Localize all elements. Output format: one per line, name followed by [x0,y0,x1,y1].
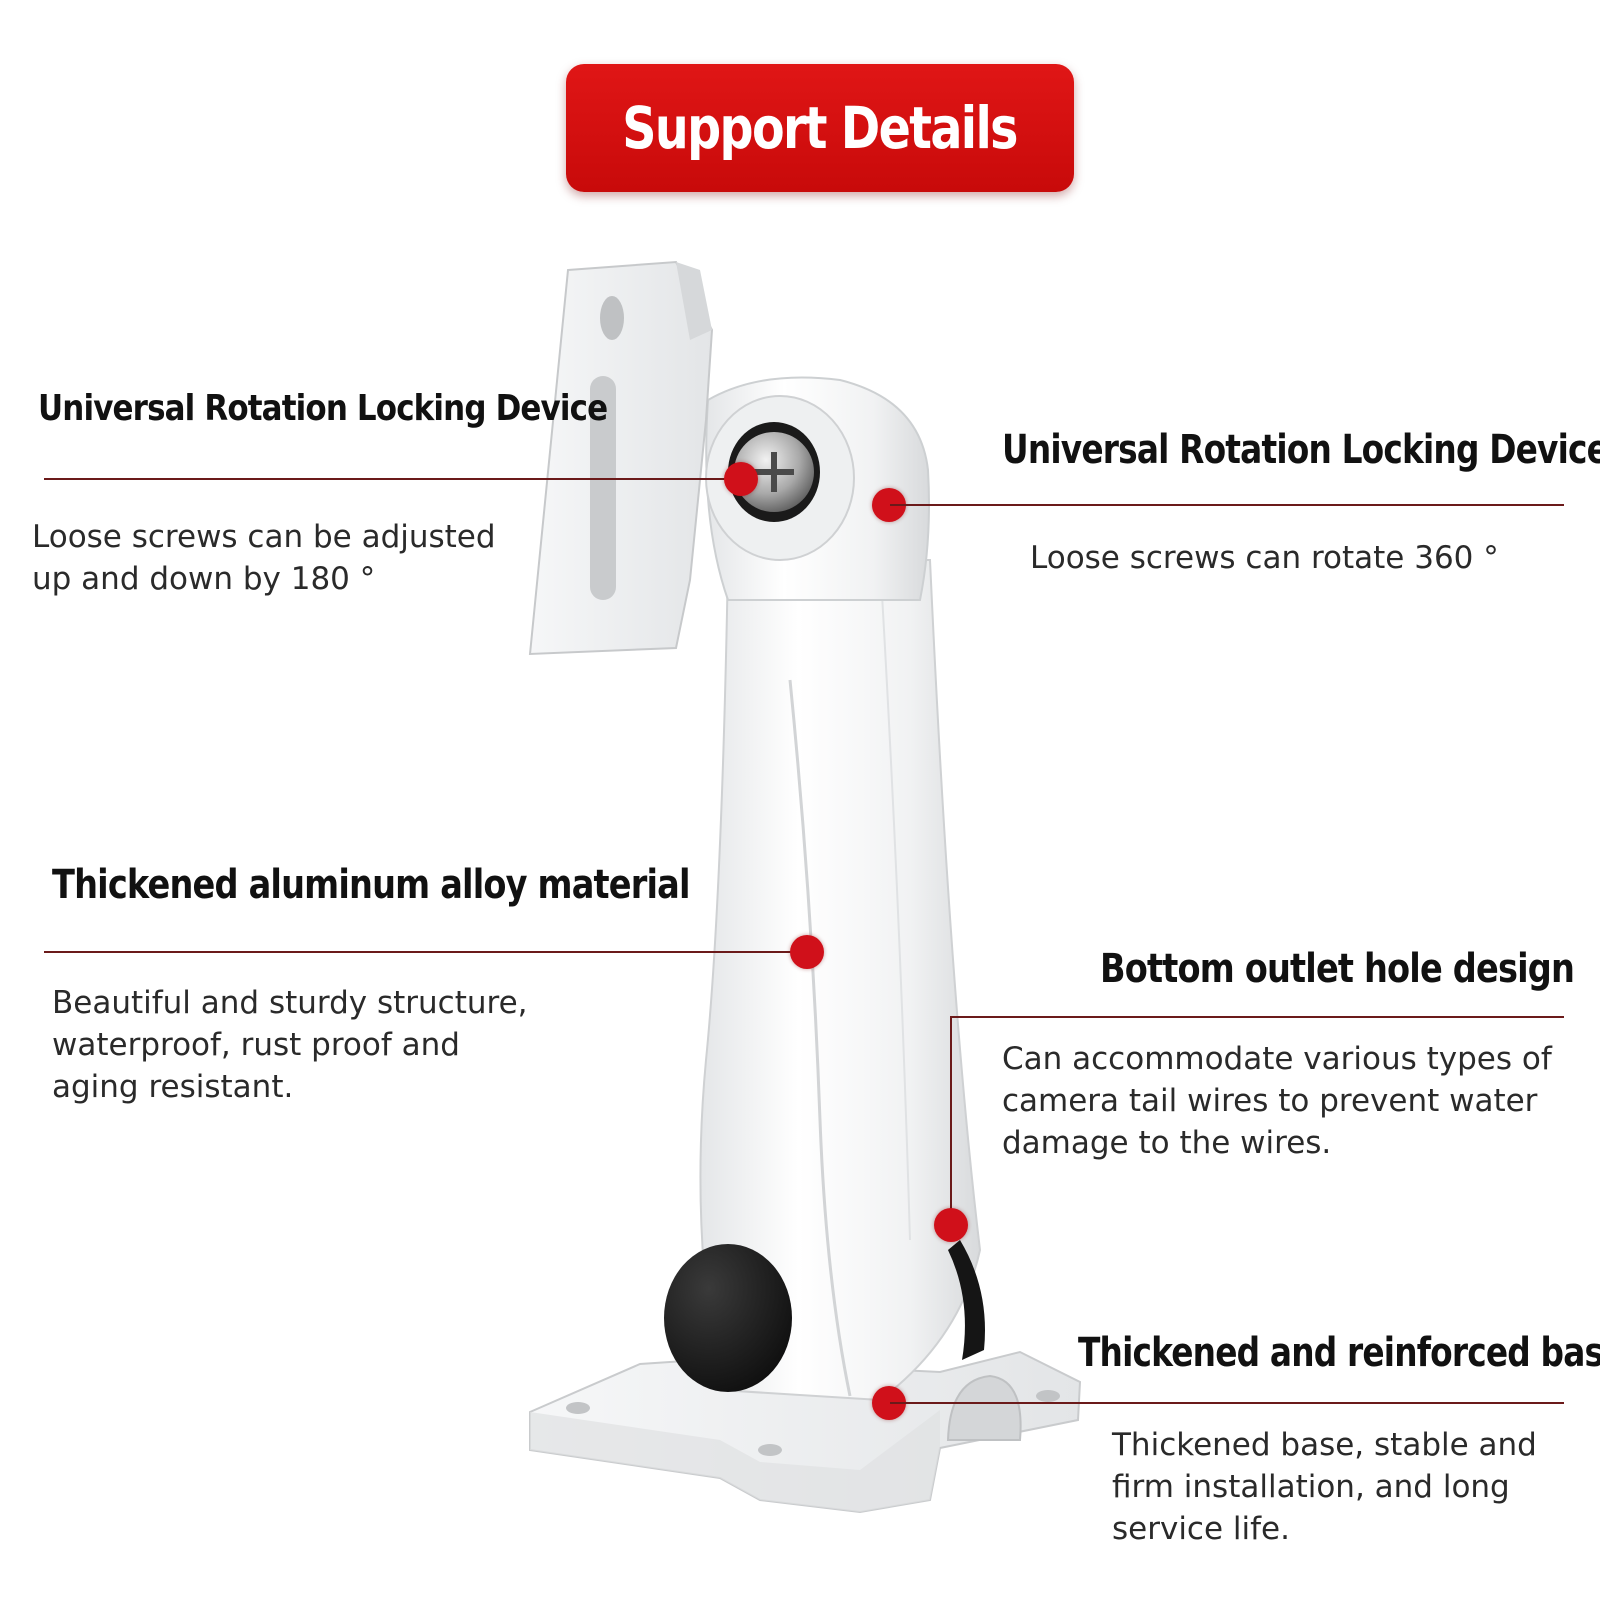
callout-marker-icon [790,935,824,969]
callout-base-line [890,1402,1564,1404]
callout-base-desc: Thickened base, stable and firm installa… [1112,1424,1537,1550]
callout-outlet-connector [950,1016,952,1228]
desc-line: firm installation, and long [1112,1469,1510,1505]
desc-line: aging resistant. [52,1069,294,1105]
callout-rotation-left-desc: Loose screws can be adjusted up and down… [32,516,496,600]
mount-hole-icon [566,1402,590,1414]
callout-outlet-desc: Can accommodate various types of camera … [1002,1038,1552,1164]
title-banner: Support Details [566,64,1074,192]
mounting-plate [528,260,714,656]
page-title: Support Details [622,94,1019,162]
callout-material-line [44,951,810,953]
callout-material-desc: Beautiful and sturdy structure, waterpro… [52,982,528,1108]
desc-line: Thickened base, stable and [1112,1427,1537,1463]
callout-outlet-heading: Bottom outlet hole design [1100,946,1575,992]
desc-line: damage to the wires. [1002,1125,1332,1161]
desc-line: Can accommodate various types of [1002,1041,1552,1077]
slot-hole-icon [600,296,624,340]
support-arm [699,559,982,1402]
callout-marker-icon [934,1208,968,1242]
desc-line: waterproof, rust proof and [52,1027,460,1063]
desc-line: service life. [1112,1511,1290,1547]
callout-marker-icon [724,462,758,496]
mount-hole-icon [1036,1390,1060,1402]
desc-line: camera tail wires to prevent water [1002,1083,1538,1119]
callout-material-heading: Thickened aluminum alloy material [52,862,690,908]
desc-line: Beautiful and sturdy structure, [52,985,528,1021]
mount-hole-icon [758,1444,782,1456]
callout-outlet-line [950,1016,1564,1018]
rotation-joint [705,376,930,601]
callout-rotation-right-desc: Loose screws can rotate 360 ° [1030,537,1499,579]
base-plate [529,1350,1082,1514]
cable-outlet-icon [948,1240,985,1360]
callout-rotation-right-heading: Universal Rotation Locking Device [1002,427,1600,473]
desc-line: Loose screws can be adjusted [32,519,496,555]
callout-rotation-left-line [44,478,744,480]
desc-line: up and down by 180 ° [32,561,376,597]
desc-line: Loose screws can rotate 360 ° [1030,540,1499,576]
end-cap-icon [664,1244,792,1392]
callout-base-heading: Thickened and reinforced base [1078,1330,1600,1376]
callout-rotation-right-line [890,504,1564,506]
adjust-slot-icon [590,376,616,600]
callout-rotation-left-heading: Universal Rotation Locking Device [38,388,608,429]
